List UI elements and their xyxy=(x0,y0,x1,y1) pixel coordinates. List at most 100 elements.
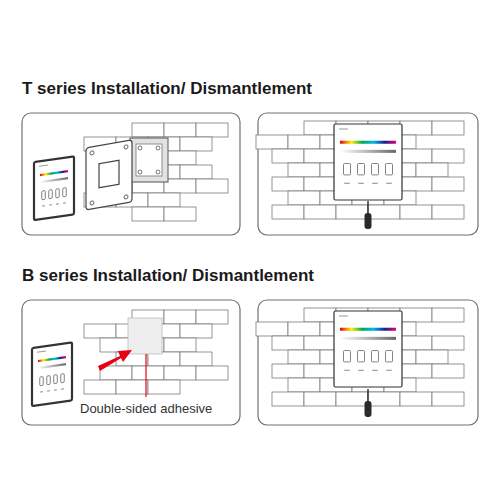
brick xyxy=(432,149,464,163)
brick xyxy=(288,135,320,149)
zone-mark xyxy=(63,202,66,203)
brick xyxy=(400,205,432,219)
panel-frame xyxy=(258,113,478,235)
brick xyxy=(272,177,304,191)
brightness-bar xyxy=(340,337,396,340)
zone-button xyxy=(54,375,58,384)
brick xyxy=(272,364,304,378)
brick xyxy=(304,205,336,219)
brick xyxy=(100,366,132,380)
brick xyxy=(416,163,448,177)
screw-hole xyxy=(138,170,142,174)
brick xyxy=(304,177,336,191)
brick xyxy=(432,364,464,378)
color-bar xyxy=(40,170,68,176)
plate-hole xyxy=(90,151,94,156)
control-unit xyxy=(34,156,74,220)
brick xyxy=(180,324,212,338)
zone-button xyxy=(63,188,67,197)
brick xyxy=(432,336,464,350)
control-unit xyxy=(334,124,402,200)
brick xyxy=(272,336,304,350)
brick xyxy=(164,310,196,324)
brick xyxy=(196,179,228,193)
brick-wall xyxy=(84,123,228,221)
brick xyxy=(368,205,400,219)
control-unit xyxy=(334,311,402,387)
zone-button xyxy=(372,351,379,362)
brick xyxy=(288,378,320,392)
brick xyxy=(400,392,432,406)
control-panel xyxy=(334,311,402,387)
screwdriver-shaft xyxy=(367,389,369,401)
zone-button xyxy=(40,377,44,386)
screwdriver xyxy=(365,201,372,229)
brick xyxy=(432,121,464,135)
panel-frame xyxy=(22,300,240,425)
control-panel xyxy=(334,124,402,200)
zone-button xyxy=(386,164,393,175)
brick xyxy=(196,123,228,137)
zone-button xyxy=(358,164,365,175)
zone-button xyxy=(386,351,393,362)
screw-hole xyxy=(156,146,160,150)
brick xyxy=(164,151,196,165)
brightness-bar xyxy=(38,363,66,369)
brick xyxy=(368,392,400,406)
zone-mark xyxy=(386,183,392,184)
brick xyxy=(432,392,464,406)
zone-button xyxy=(61,374,65,383)
screwdriver-shaft xyxy=(367,201,369,213)
brick xyxy=(164,338,196,352)
brick xyxy=(272,205,304,219)
logo-mark xyxy=(37,351,46,352)
brick xyxy=(400,177,432,191)
zone-button xyxy=(358,351,365,362)
brick xyxy=(196,366,228,380)
brick xyxy=(132,123,164,137)
brick xyxy=(288,163,320,177)
brick xyxy=(132,207,164,221)
wall-box-inner xyxy=(136,144,162,176)
brick xyxy=(148,380,180,394)
brick-wall xyxy=(256,121,464,219)
callout-label: Double-sided adhesive xyxy=(80,401,212,416)
brick xyxy=(196,310,228,324)
plate-hole xyxy=(124,195,128,200)
zone-mark xyxy=(49,204,52,205)
zone-button xyxy=(42,191,46,200)
brick xyxy=(336,392,368,406)
screw-hole xyxy=(138,146,142,150)
brick-wall xyxy=(256,308,464,406)
brick xyxy=(304,149,336,163)
brick xyxy=(100,338,132,352)
screwdriver-handle xyxy=(365,213,372,229)
plate-window xyxy=(99,160,119,188)
section-heading: B series Installation/ Dismantlement xyxy=(22,266,314,286)
zone-mark xyxy=(358,370,364,371)
brick xyxy=(432,205,464,219)
brick xyxy=(288,350,320,364)
plate-body xyxy=(86,140,132,210)
brick xyxy=(400,364,432,378)
brick xyxy=(400,336,432,350)
brick xyxy=(256,322,288,336)
brick xyxy=(164,123,196,137)
zone-button xyxy=(47,376,51,385)
brick xyxy=(84,380,116,394)
brightness-bar xyxy=(340,150,396,153)
zone-mark xyxy=(358,183,364,184)
zone-button xyxy=(372,164,379,175)
plate-hole xyxy=(90,201,94,206)
screwdriver-handle xyxy=(365,401,372,417)
brick xyxy=(400,149,432,163)
logo-mark xyxy=(39,165,48,166)
screw-hole xyxy=(156,170,160,174)
zone-mark xyxy=(344,183,350,184)
brick xyxy=(336,205,368,219)
brick-wall xyxy=(84,310,228,394)
brick xyxy=(180,352,212,366)
panel-frame xyxy=(258,300,478,425)
